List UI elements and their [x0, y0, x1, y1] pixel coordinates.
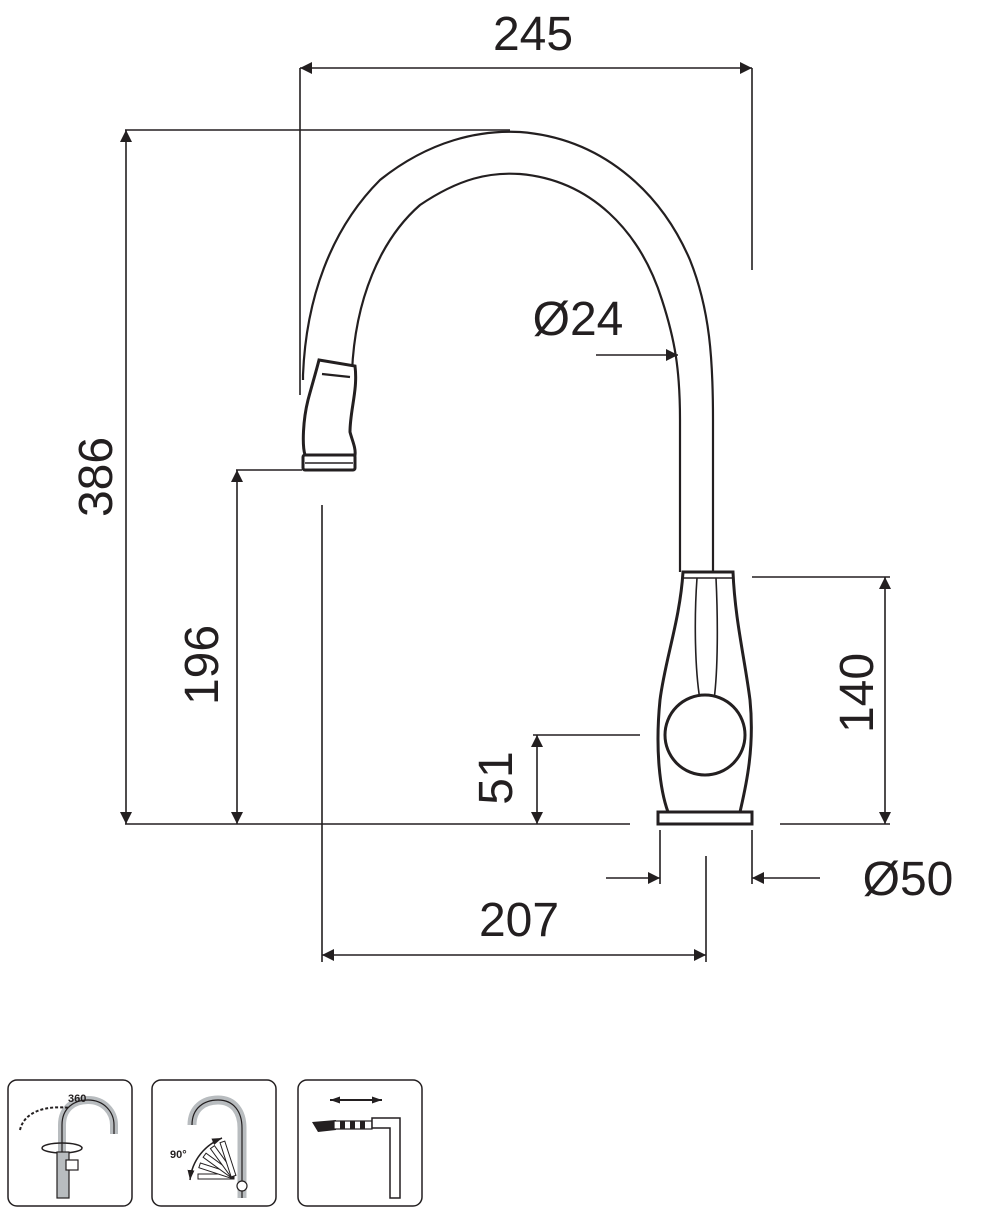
single-lever-icon	[297, 1079, 423, 1207]
dim-spout-height	[231, 469, 302, 824]
pull-out-90-icon: 90°	[151, 1079, 277, 1207]
spout-diameter-label: Ø24	[533, 293, 624, 346]
total-reach-label: 245	[493, 8, 573, 61]
total-height-label: 386	[70, 437, 123, 517]
dim-base-diameter	[606, 830, 820, 884]
body-height-label: 140	[831, 653, 884, 733]
dim-total-height	[120, 129, 890, 825]
handle-height-label: 51	[470, 751, 523, 804]
dim-total-reach	[299, 62, 753, 395]
dim-handle-height	[531, 734, 640, 824]
pull-out-90-label: 90°	[170, 1149, 187, 1161]
spout-reach-label: 207	[479, 894, 559, 947]
base-diameter-label: Ø50	[863, 853, 954, 906]
faucet-outline	[301, 130, 754, 826]
swivel-360-icon: 360	[7, 1079, 133, 1207]
dim-body-height	[752, 576, 891, 824]
dim-spout-reach	[321, 505, 707, 962]
swivel-360-label: 360	[68, 1093, 86, 1105]
spout-height-label: 196	[176, 625, 229, 705]
